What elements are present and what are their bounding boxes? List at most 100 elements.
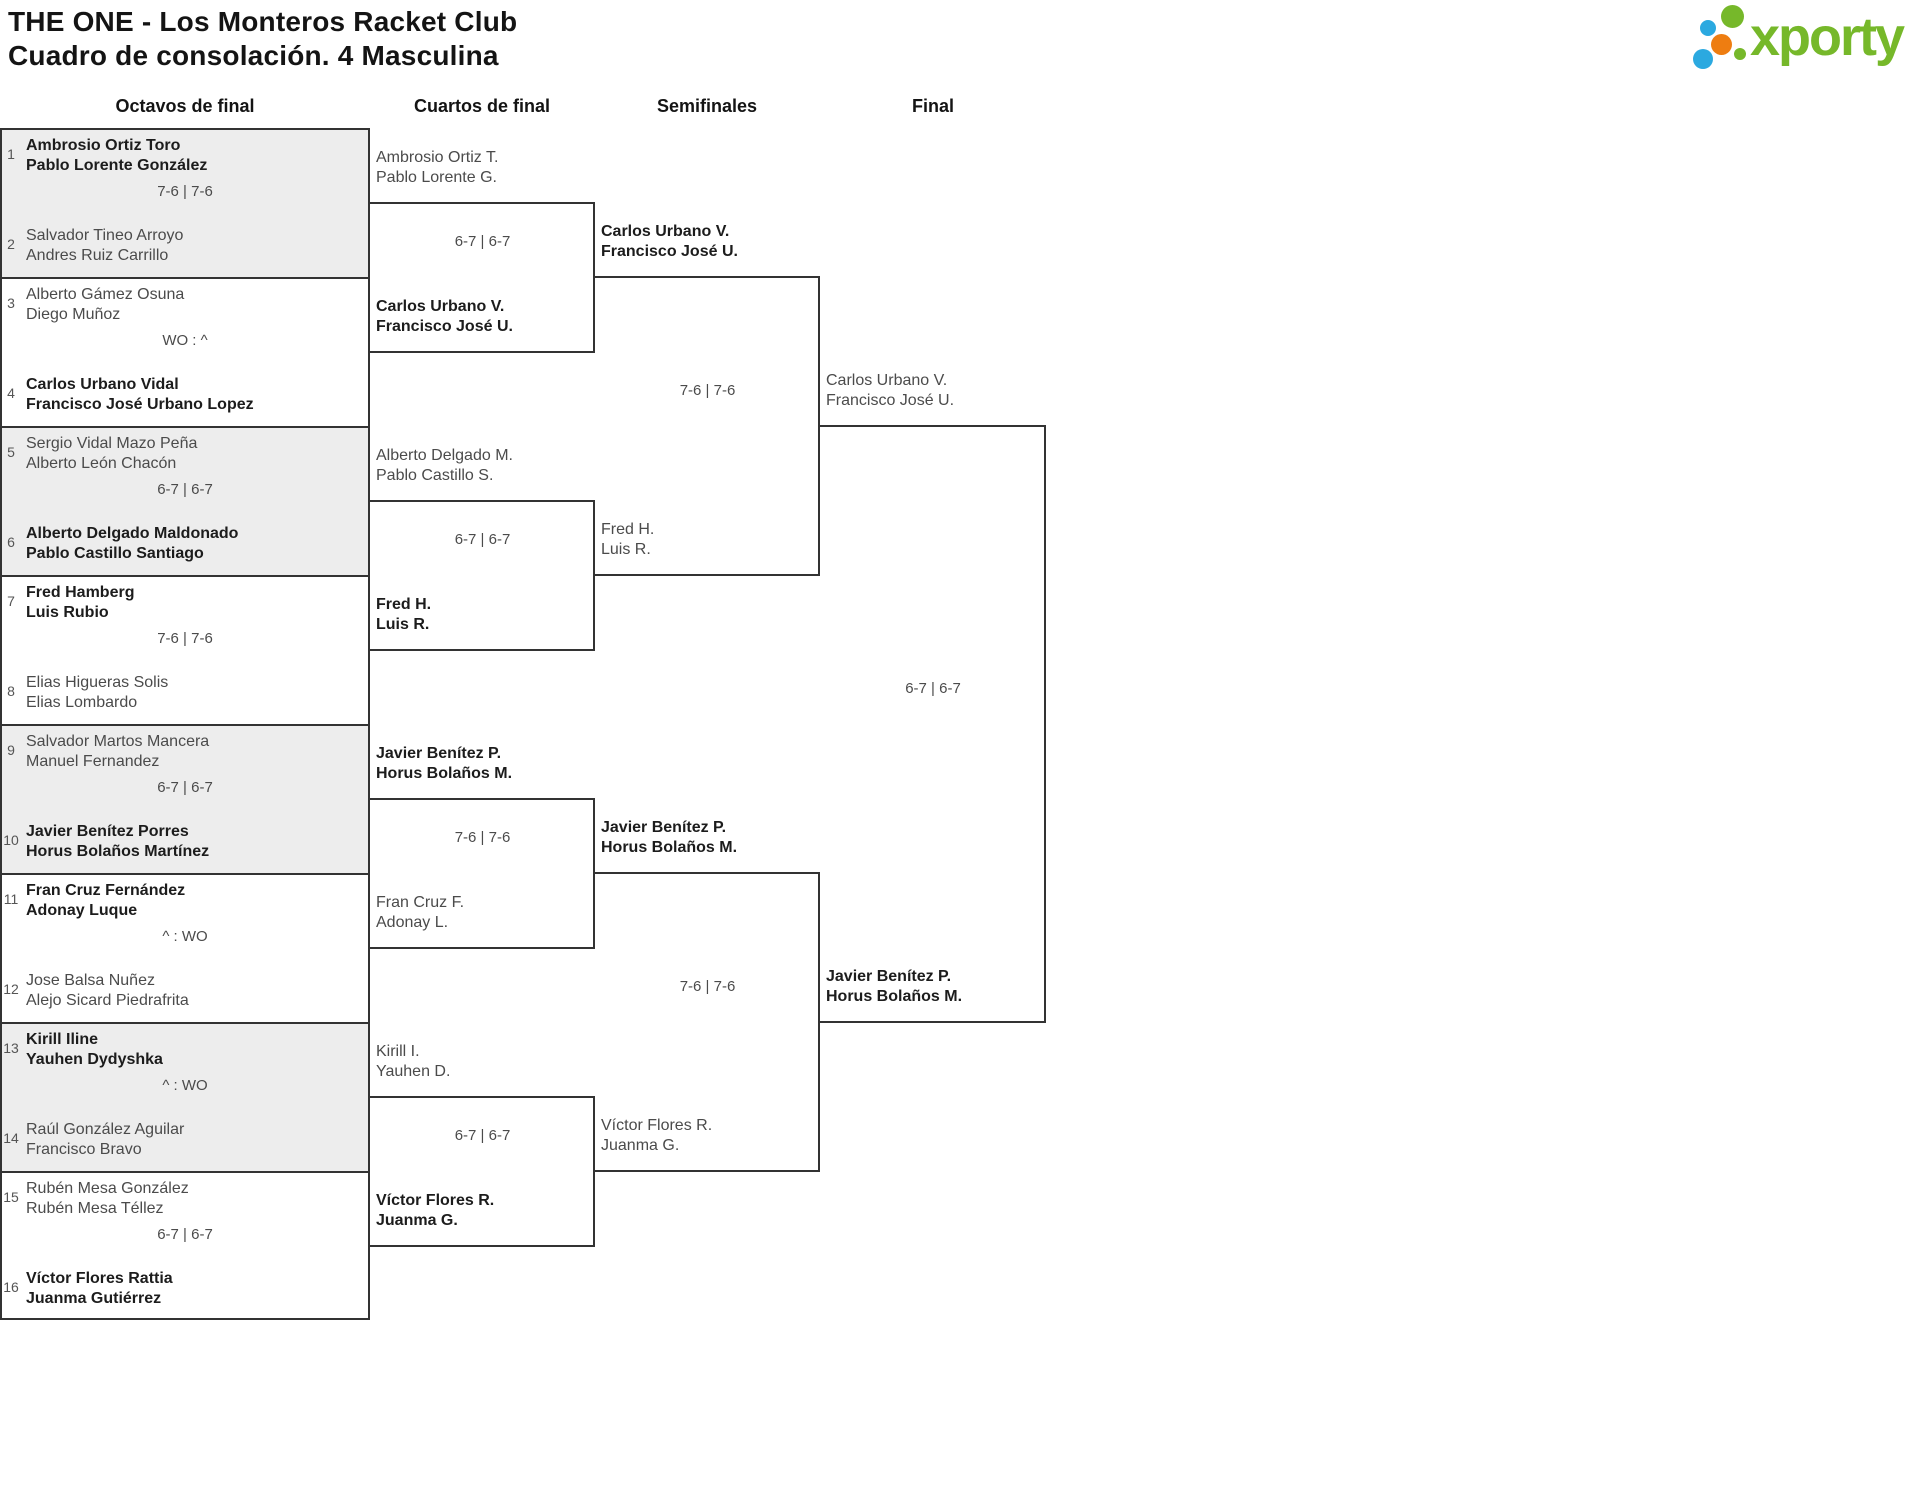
octavos-score-7: ^ : WO [162,1077,208,1094]
player-name: Juanma Gutiérrez [26,1290,162,1307]
match-block-shade [0,128,370,277]
player-name: Javier Benítez Porres [26,823,189,840]
player-name: Víctor Flores R. [376,1192,495,1209]
player-name: Fred H. [376,596,432,613]
player-name: Francisco José U. [601,243,738,260]
player-name: Alberto Delgado M. [376,447,513,464]
octavos-score-3: 6-7 | 6-7 [157,481,213,498]
player-name: Fred Hamberg [26,584,135,601]
player-name: Rubén Mesa González [26,1180,189,1197]
connector-line [370,649,595,651]
match-block-shade [0,1022,370,1171]
seed-number: 5 [7,444,15,460]
player-name: Elias Lombardo [26,694,138,711]
player-name: Horus Bolaños M. [601,839,738,856]
seed-number: 10 [3,832,19,848]
page-subtitle: Cuadro de consolación. 4 Masculina [8,40,499,71]
cuartos-team-4: Fred H. Luis R. [376,595,431,635]
player-name: Salvador Martos Mancera [26,733,210,750]
connector-line [1044,425,1046,1023]
final-team-2: Javier Benítez P. Horus Bolaños M. [826,967,962,1007]
player-name: Javier Benítez P. [376,745,502,762]
match-separator [0,873,370,875]
octavos-score-2: WO : ^ [162,332,208,349]
player-name: Pablo Lorente G. [376,169,497,186]
player-name: Javier Benítez P. [826,968,952,985]
player-name: Adonay Luque [26,902,138,919]
octavos-team-15: Rubén Mesa González Rubén Mesa Téllez [26,1179,189,1219]
player-name: Carlos Urbano Vidal [26,376,179,393]
connector-line [370,500,595,502]
player-name: Ambrosio Ortiz T. [376,149,499,166]
connector-line [593,500,595,651]
logo-dot-blue-small [1700,20,1716,36]
player-name: Víctor Flores R. [601,1117,713,1134]
seed-number: 9 [7,742,15,758]
octavos-team-7: Fred Hamberg Luis Rubio [26,583,134,623]
cuartos-team-5: Javier Benítez P. Horus Bolaños M. [376,744,512,784]
connector-line [370,1096,595,1098]
round-header-semifinales: Semifinales [656,96,758,116]
octavos-score-5: 6-7 | 6-7 [157,779,213,796]
logo-dot-green-large [1721,5,1744,28]
player-name: Alberto León Chacón [26,455,177,472]
player-name: Javier Benítez P. [601,819,727,836]
seed-number: 3 [7,295,15,311]
player-name: Juanma G. [601,1137,680,1154]
player-name: Alberto Delgado Maldonado [26,525,239,542]
player-name: Sergio Vidal Mazo Peña [26,435,198,452]
connector-line [370,202,595,204]
connector-line [595,1170,820,1172]
logo-dot-green-small [1734,48,1746,60]
octavos-score-6: ^ : WO [162,928,208,945]
seed-number: 15 [3,1189,19,1205]
player-name: Luis Rubio [26,604,109,621]
player-name: Francisco José Urbano Lopez [26,396,254,413]
player-name: Kirill Iline [26,1031,99,1048]
player-name: Carlos Urbano V. [376,298,505,315]
connector-line [370,798,595,800]
octavos-team-1: Ambrosio Ortiz Toro Pablo Lorente Gonzál… [26,136,207,176]
xporty-logo[interactable]: xporty [1688,4,1918,82]
seed-number: 14 [3,1130,19,1146]
player-name: Carlos Urbano V. [826,372,948,389]
cuartos-team-8: Víctor Flores R. Juanma G. [376,1191,494,1231]
cuartos-team-3: Alberto Delgado M. Pablo Castillo S. [376,446,513,486]
player-name: Alberto Gámez Osuna [26,286,185,303]
semifinal-score-1: 7-6 | 7-6 [679,382,736,399]
logo-dot-orange [1711,34,1732,55]
match-block-shade [0,724,370,873]
seed-number: 8 [7,683,15,699]
octavos-team-16: Víctor Flores Rattia Juanma Gutiérrez [26,1269,173,1309]
octavos-score-4: 7-6 | 7-6 [157,630,213,647]
page-title: THE ONE - Los Monteros Racket Club [8,6,518,37]
player-name: Francisco José U. [826,392,955,409]
cuartos-team-2: Carlos Urbano V. Francisco José U. [376,297,513,337]
player-name: Carlos Urbano V. [601,223,730,240]
player-name: Ambrosio Ortiz Toro [26,137,181,154]
seed-number: 7 [7,593,15,609]
player-name: Horus Bolaños M. [826,988,963,1005]
player-name: Francisco José U. [376,318,513,335]
player-name: Juanma G. [376,1212,458,1229]
player-name: Luis R. [376,616,430,633]
octavos-team-12: Jose Balsa Nuñez Alejo Sicard Piedrafrit… [26,971,189,1011]
connector-line [595,574,820,576]
octavos-score-8: 6-7 | 6-7 [157,1226,213,1243]
player-name: Alejo Sicard Piedrafrita [26,992,189,1009]
player-name: Diego Muñoz [26,306,121,323]
round-header-octavos: Octavos de final [115,96,255,116]
player-name: Kirill I. [376,1043,420,1060]
round-header-final: Final [911,96,954,116]
player-name: Horus Bolaños M. [376,765,513,782]
player-name: Elias Higueras Solis [26,674,169,691]
player-name: Raúl González Aguilar [26,1121,185,1138]
octavos-score-1: 7-6 | 7-6 [157,183,213,200]
player-name: Yauhen D. [376,1063,451,1080]
connector-line [370,1245,595,1247]
cuartos-team-6: Fran Cruz F. Adonay L. [376,893,464,933]
player-name: Horus Bolaños Martínez [26,843,210,860]
cuartos-team-7: Kirill I. Yauhen D. [376,1042,450,1082]
match-separator [0,426,370,428]
octavos-team-4: Carlos Urbano Vidal Francisco José Urban… [26,375,254,415]
